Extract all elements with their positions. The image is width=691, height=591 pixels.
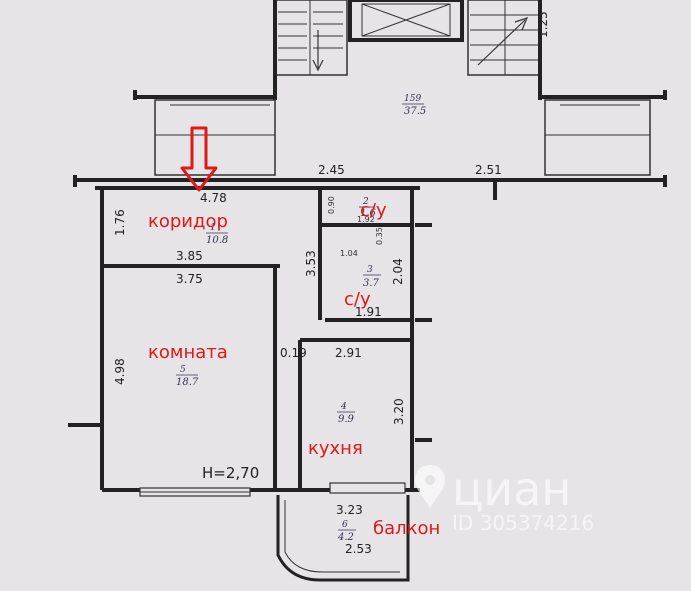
common-hall-walls bbox=[133, 0, 667, 100]
dim-2-91: 2.91 bbox=[335, 346, 362, 360]
kitchen-number: 4 bbox=[340, 402, 347, 412]
balcony-outline bbox=[276, 495, 410, 582]
dim-3-53: 3.53 bbox=[304, 250, 318, 277]
dim-1-04: 1.04 bbox=[340, 249, 358, 258]
storage-left bbox=[154, 99, 276, 176]
corridor-number: 1 bbox=[210, 223, 216, 233]
dim-4-78: 4.78 bbox=[200, 191, 227, 205]
window-room bbox=[139, 487, 251, 497]
window-kitchen bbox=[329, 482, 406, 494]
watermark-brand: циан bbox=[452, 462, 571, 516]
dim-3-75: 3.75 bbox=[176, 272, 203, 286]
dim-3-23: 3.23 bbox=[336, 503, 363, 517]
room-number: 5 bbox=[180, 365, 186, 375]
kitchen-area: 9.9 bbox=[338, 414, 355, 425]
dim-3-85: 3.85 bbox=[176, 249, 203, 263]
watermark-id: ID 305374216 bbox=[452, 511, 594, 535]
balcony-area: 4.2 bbox=[337, 532, 354, 543]
bath2-number: 3 bbox=[367, 265, 373, 275]
staircase-right bbox=[467, 0, 541, 76]
bath1-area: 1.6 bbox=[360, 208, 377, 219]
label-room: комната bbox=[148, 342, 228, 363]
storage-right bbox=[544, 99, 651, 176]
location-pin-icon bbox=[415, 465, 445, 508]
dim-1-25: 1.25 bbox=[536, 11, 550, 38]
dim-4-98: 4.98 bbox=[113, 358, 127, 385]
red-arrow-icon bbox=[180, 126, 218, 192]
corridor-area: 10.8 bbox=[206, 235, 228, 246]
dim-0-19: 0.19 bbox=[280, 346, 307, 360]
dim-2-51: 2.51 bbox=[475, 163, 502, 177]
dim-2-45: 2.45 bbox=[318, 163, 345, 177]
label-bath1: с/у bbox=[360, 200, 387, 221]
dim-0-35: 0.35 bbox=[375, 227, 384, 245]
balcony-number: 6 bbox=[342, 520, 348, 530]
dim-2-53: 2.53 bbox=[345, 542, 372, 556]
dim-1-92: 1.92 bbox=[357, 215, 375, 224]
label-corridor: коридор bbox=[148, 211, 228, 232]
dim-1-91: 1.91 bbox=[355, 305, 382, 319]
dim-2-04: 2.04 bbox=[391, 258, 405, 285]
dim-1-76: 1.76 bbox=[113, 209, 127, 236]
bath1-number: 2 bbox=[362, 197, 369, 207]
label-kitchen: кухня bbox=[308, 438, 363, 459]
label-balcony: балкон bbox=[373, 518, 440, 539]
dim-0-90: 0.90 bbox=[327, 196, 336, 214]
hall-area: 37.5 bbox=[404, 106, 426, 117]
hall-number: 159 bbox=[404, 94, 421, 104]
bath2-area: 3.7 bbox=[363, 278, 380, 289]
dim-3-20: 3.20 bbox=[392, 398, 406, 425]
label-bath2: с/у bbox=[344, 289, 371, 310]
label-ceiling-height: H=2,70 bbox=[202, 464, 259, 482]
elevator-shaft bbox=[348, 0, 464, 42]
cian-watermark: циан ID 305374216 bbox=[415, 462, 594, 535]
room-area: 18.7 bbox=[176, 377, 199, 388]
